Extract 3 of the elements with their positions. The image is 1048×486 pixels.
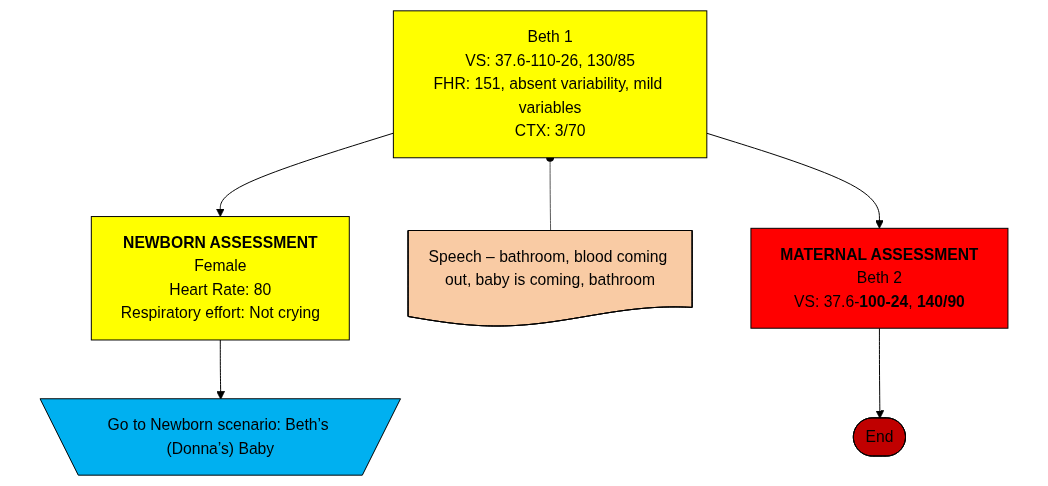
- node-box: MATERNAL ASSESSMENT Beth 2 VS: 37.6-100-24, 140/90: [750, 227, 1009, 329]
- node-box: NEWBORN ASSESSMENT Female Heart Rate: 80 Respiratory effort: Not crying: [90, 216, 350, 341]
- node-box: Beth 1 VS: 37.6-110-26, 130/85 FHR: 151, absent variability, mild variables CTX: 3/70: [392, 10, 708, 159]
